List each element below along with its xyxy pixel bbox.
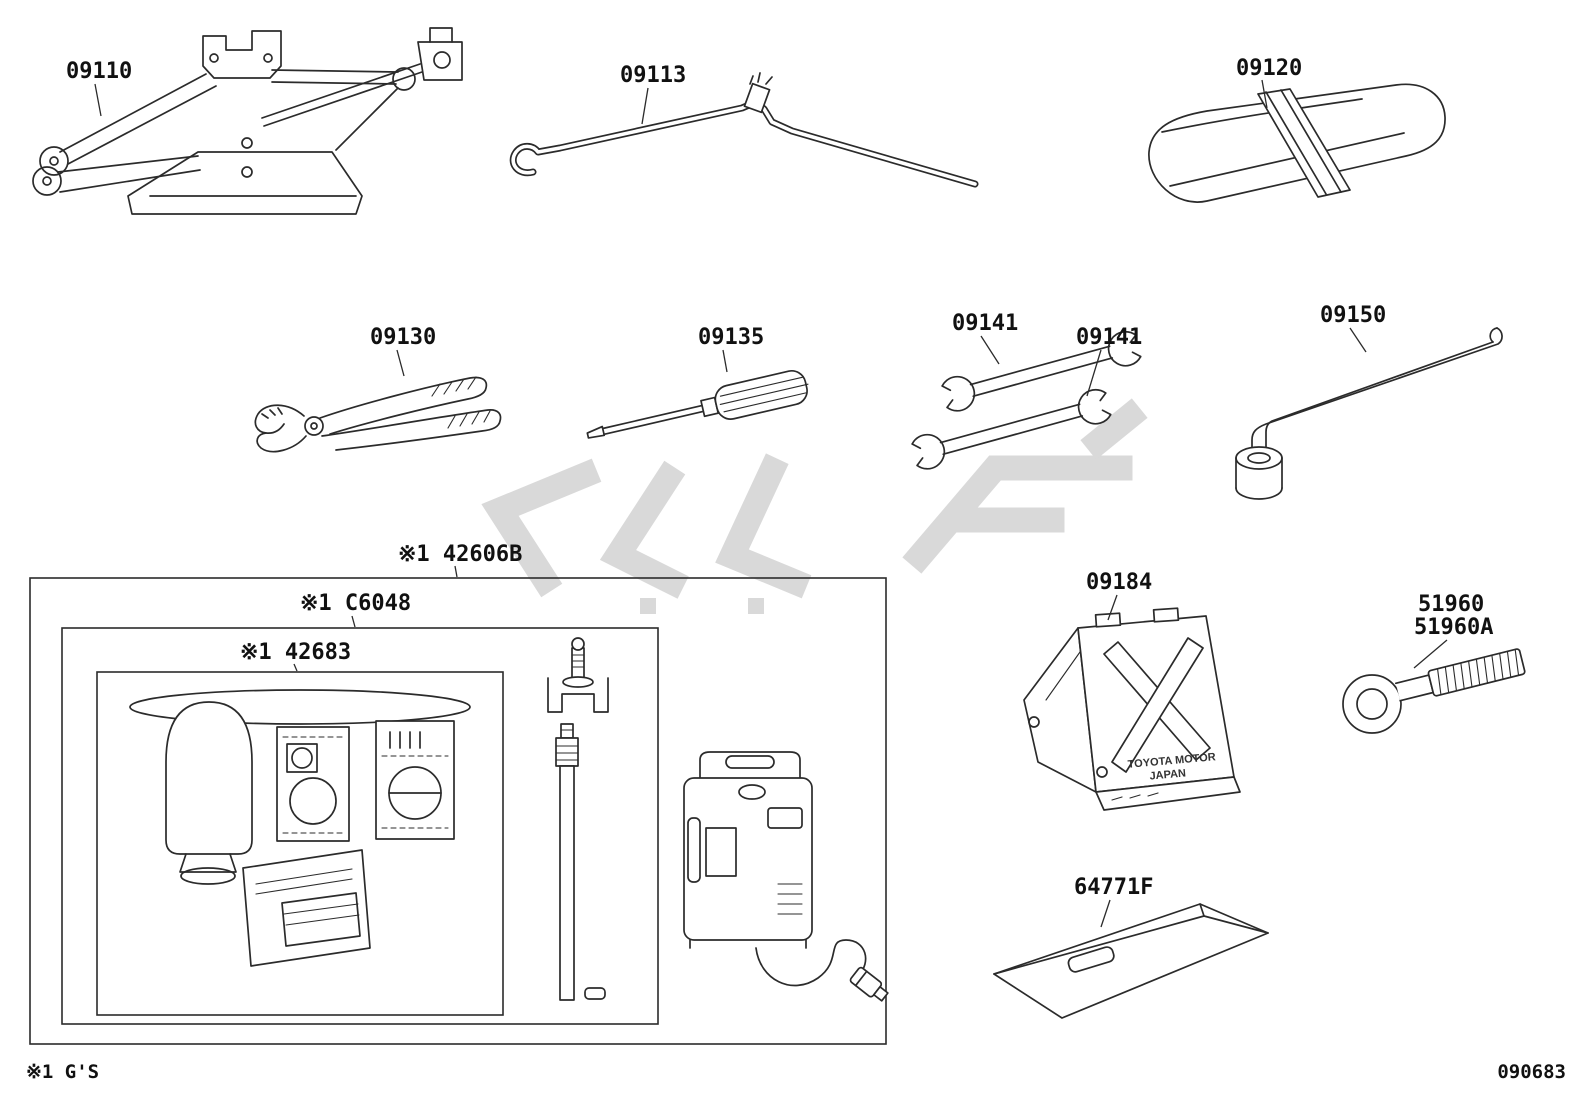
repair-kit-case-box	[61, 627, 659, 1025]
part-label-tool-pouch: 64771F	[1074, 875, 1153, 900]
part-label-wheel-nut-wrench: 09150	[1320, 303, 1386, 328]
watermark-logo	[481, 398, 1148, 614]
part-label-repair-kit-case: ※1 C6048	[300, 591, 411, 616]
part-label-jack-handle: 09113	[620, 63, 686, 88]
part-label-wheel-chock: 09184	[1086, 570, 1152, 595]
sealant-kit-drawing	[129, 689, 471, 967]
part-label-repair-kit-box: ※1 42606B	[398, 542, 522, 567]
part-label-screwdriver: 09135	[698, 325, 764, 350]
gauge-stick-drawing	[555, 723, 606, 1001]
sealant-set-box	[96, 671, 504, 1016]
leader-lines	[94, 79, 1448, 928]
jack-handle-drawing	[509, 72, 979, 188]
repair-kit-outer-box	[29, 577, 887, 1045]
part-label-sealant-set: ※1 42683	[240, 640, 351, 665]
pliers-drawing	[254, 376, 502, 453]
tool-bag-drawing	[1148, 83, 1446, 203]
wheel-chock-drawing	[1023, 607, 1241, 811]
tow-eye-bolt-drawing	[1342, 648, 1526, 734]
part-label-jack: 09110	[66, 59, 132, 84]
scissor-jack-drawing	[32, 27, 463, 215]
part-label-tow-eye-bolt-1: 51960	[1418, 592, 1484, 617]
page-code-text: 090683	[1497, 1061, 1566, 1083]
valve-tool-drawing	[547, 637, 609, 713]
screwdriver-drawing	[586, 370, 809, 439]
chock-stamp-line2: JAPAN	[1149, 767, 1186, 782]
part-label-wrench-upper: 09141	[952, 311, 1018, 336]
wheel-nut-wrench-drawing	[1235, 327, 1503, 500]
part-label-wrench-lower: 09141	[1076, 325, 1142, 350]
tool-pouch-drawing	[993, 903, 1269, 1019]
air-compressor-drawing	[683, 751, 889, 1002]
part-label-tow-eye-bolt-2: 51960A	[1414, 615, 1493, 640]
footnote-text: ※1 G'S	[26, 1061, 99, 1083]
part-label-pliers: 09130	[370, 325, 436, 350]
part-label-tool-bag: 09120	[1236, 56, 1302, 81]
